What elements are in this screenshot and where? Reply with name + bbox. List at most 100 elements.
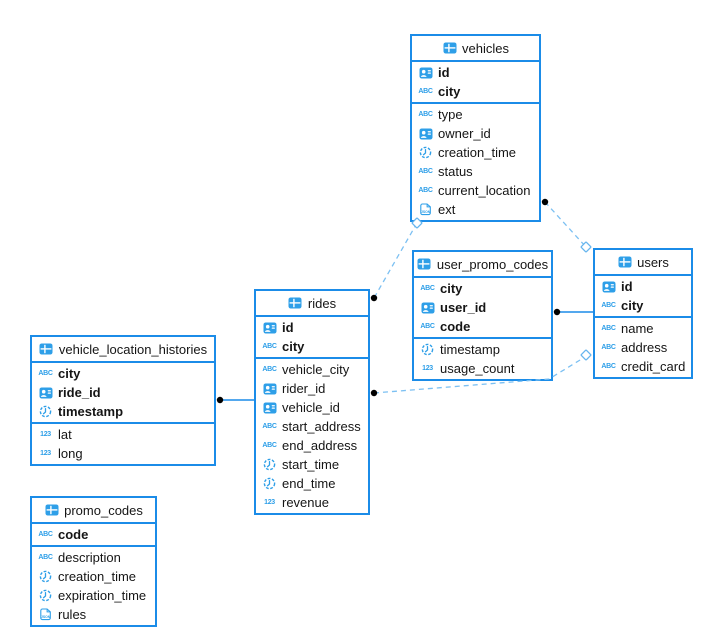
time-icon <box>38 570 53 583</box>
table-promo-codes[interactable]: promo_codes ABC code ABC description cre… <box>30 496 157 627</box>
field-name: rules <box>58 607 87 622</box>
diamond-marker <box>580 241 592 253</box>
field-name: vehicle_id <box>282 400 340 415</box>
field-row: ABC name <box>595 319 691 338</box>
columns-section: ABC vehicle_city rider_id vehicle_id ABC… <box>256 359 368 513</box>
table-vehicle-location-histories[interactable]: vehicle_location_histories ABC city ride… <box>30 335 216 466</box>
table-vehicles[interactable]: vehicles id ABC city ABC type owner_id <box>410 34 541 222</box>
abc-icon: ABC <box>418 111 433 118</box>
field-row: vehicle_id <box>256 398 368 417</box>
field-name: rider_id <box>282 381 326 396</box>
table-header: rides <box>256 291 368 317</box>
field-name: city <box>58 366 81 381</box>
json-icon: JSON <box>418 203 433 216</box>
time-icon <box>38 405 53 418</box>
time-icon <box>262 477 277 490</box>
field-row: creation_time <box>412 143 539 162</box>
abc-icon: ABC <box>601 344 616 351</box>
field-row: 123 usage_count <box>414 359 551 378</box>
table-title: promo_codes <box>64 502 143 518</box>
connector-vehicle-location-histories-rides <box>216 396 254 404</box>
field-row: id <box>595 277 691 296</box>
field-name: ext <box>438 202 456 217</box>
primary-key-section: ABC city user_id ABC code <box>414 278 551 339</box>
svg-text:JSON: JSON <box>41 615 51 619</box>
dot-marker <box>216 396 224 404</box>
field-row: ABC city <box>256 337 368 356</box>
time-icon <box>418 146 433 159</box>
field-name: user_id <box>440 300 487 315</box>
field-name: type <box>438 107 463 122</box>
table-icon <box>39 343 54 356</box>
primary-key-section: id ABC city <box>595 276 691 318</box>
field-row: ABC city <box>412 82 539 101</box>
id-icon <box>418 127 433 140</box>
id-icon <box>420 301 435 314</box>
columns-section: ABC name ABC address ABC credit_card <box>595 318 691 377</box>
id-icon <box>262 401 277 414</box>
table-user-promo-codes[interactable]: user_promo_codes ABC city user_id ABC co… <box>412 250 553 381</box>
table-title: user_promo_codes <box>436 256 549 272</box>
abc-icon: ABC <box>418 168 433 175</box>
field-name: lat <box>58 427 72 442</box>
time-icon <box>262 458 277 471</box>
table-users[interactable]: users id ABC city ABC name ABC address A… <box>593 248 693 379</box>
columns-section: 123 lat 123 long <box>32 424 214 464</box>
field-name: id <box>438 65 450 80</box>
connector-vehicles-users <box>541 198 592 253</box>
table-icon <box>617 256 632 269</box>
field-row: ABC type <box>412 105 539 124</box>
num-icon: 123 <box>422 365 433 372</box>
field-name: address <box>621 340 668 355</box>
table-title: vehicle_location_histories <box>58 341 208 357</box>
num-icon: 123 <box>40 431 51 438</box>
abc-icon: ABC <box>420 323 435 330</box>
primary-key-section: id ABC city <box>412 62 539 104</box>
field-row: expiration_time <box>32 586 155 605</box>
field-name: owner_id <box>438 126 491 141</box>
field-name: code <box>440 319 471 334</box>
field-row: ABC description <box>32 548 155 567</box>
columns-section: timestamp 123 usage_count <box>414 339 551 379</box>
field-row: 123 long <box>32 444 214 463</box>
id-icon <box>38 386 53 399</box>
primary-key-section: ABC city ride_id timestamp <box>32 363 214 424</box>
field-name: city <box>438 84 461 99</box>
field-row: ABC code <box>414 317 551 336</box>
field-row: 123 revenue <box>256 493 368 512</box>
svg-text:JSON: JSON <box>421 210 431 214</box>
columns-section: ABC type owner_id creation_time ABC stat… <box>412 104 539 220</box>
field-name: ride_id <box>58 385 101 400</box>
field-name: id <box>621 279 633 294</box>
field-row: creation_time <box>32 567 155 586</box>
id-icon <box>262 321 277 334</box>
field-name: current_location <box>438 183 531 198</box>
field-row: ABC current_location <box>412 181 539 200</box>
field-row: ABC city <box>595 296 691 315</box>
table-icon <box>442 42 457 55</box>
abc-icon: ABC <box>601 302 616 309</box>
field-name: status <box>438 164 473 179</box>
field-name: long <box>58 446 83 461</box>
field-row: ABC city <box>32 364 214 383</box>
abc-icon: ABC <box>262 366 277 373</box>
field-name: credit_card <box>621 359 686 374</box>
table-rides[interactable]: rides id ABC city ABC vehicle_city rider… <box>254 289 370 515</box>
abc-icon: ABC <box>601 363 616 370</box>
abc-icon: ABC <box>38 370 53 377</box>
field-name: creation_time <box>438 145 517 160</box>
dot-marker <box>553 308 561 316</box>
abc-icon: ABC <box>262 442 277 449</box>
field-row: id <box>256 318 368 337</box>
abc-icon: ABC <box>418 88 433 95</box>
field-name: start_address <box>282 419 361 434</box>
field-row: ABC start_address <box>256 417 368 436</box>
field-row: 123 lat <box>32 425 214 444</box>
id-icon <box>601 280 616 293</box>
field-row: start_time <box>256 455 368 474</box>
primary-key-section: id ABC city <box>256 317 368 359</box>
dot-marker <box>541 198 549 206</box>
field-name: city <box>440 281 463 296</box>
table-header: vehicle_location_histories <box>32 337 214 363</box>
field-name: end_address <box>282 438 358 453</box>
